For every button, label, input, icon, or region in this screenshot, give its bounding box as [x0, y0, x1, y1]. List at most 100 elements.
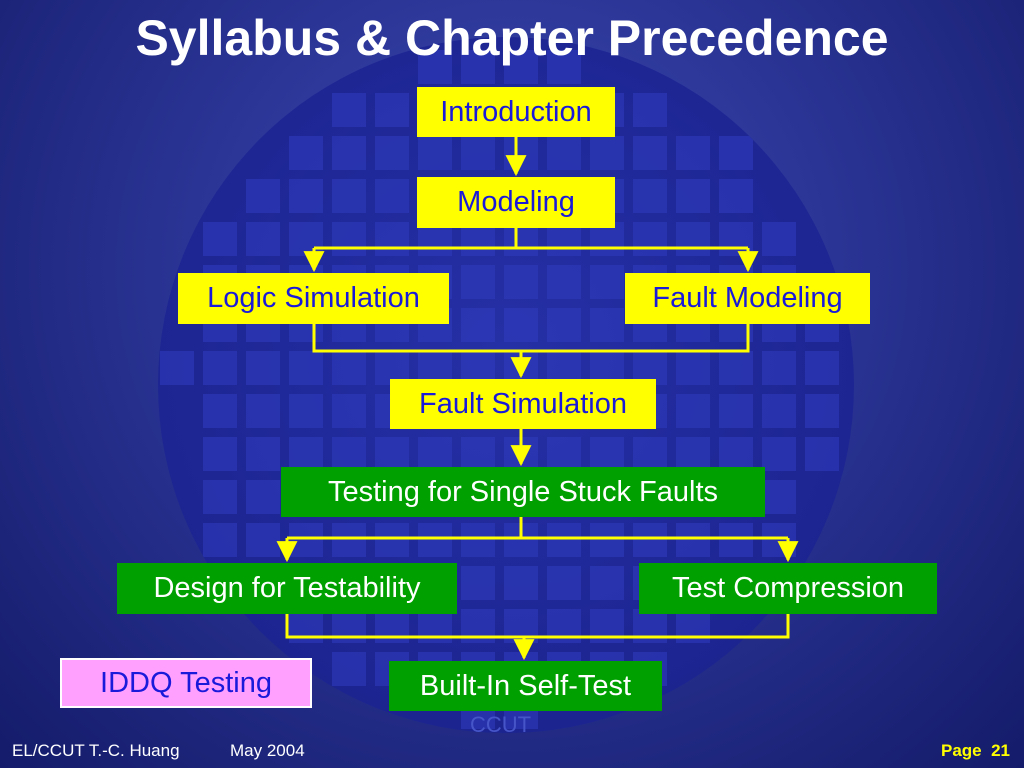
die-square [332, 93, 366, 127]
die-square [289, 136, 323, 170]
die-square [547, 437, 581, 471]
die-square [418, 523, 452, 557]
die-square [461, 265, 495, 299]
footer-author: EL/CCUT T.-C. Huang [12, 741, 180, 760]
die-square [375, 179, 409, 213]
edge-merge-bist [285, 614, 790, 639]
die-square [246, 394, 280, 428]
die-square [203, 480, 237, 514]
die-square [461, 523, 495, 557]
die-square [547, 265, 581, 299]
die-square [246, 437, 280, 471]
die-square [676, 222, 710, 256]
die-square [633, 93, 667, 127]
die-square [547, 308, 581, 342]
edge-testing-split [287, 517, 788, 540]
die-square [375, 437, 409, 471]
die-square [590, 523, 624, 557]
footer-date: May 2004 [230, 741, 305, 760]
die-square [203, 523, 237, 557]
edge-modeling-split [314, 228, 748, 250]
slide-title: Syllabus & Chapter Precedence [135, 10, 889, 66]
die-square [805, 437, 839, 471]
die-square [246, 480, 280, 514]
die-square [547, 523, 581, 557]
die-square [547, 136, 581, 170]
die-square [590, 136, 624, 170]
die-square [676, 136, 710, 170]
page-label: Page [940, 741, 982, 760]
die-square [633, 222, 667, 256]
die-square [418, 437, 452, 471]
page-number: 21 [991, 741, 1010, 760]
die-square [203, 394, 237, 428]
die-square [289, 394, 323, 428]
die-square [633, 437, 667, 471]
die-square [590, 566, 624, 600]
die-square [332, 136, 366, 170]
die-square [289, 179, 323, 213]
die-square [332, 179, 366, 213]
die-square [246, 523, 280, 557]
die-square [762, 437, 796, 471]
die-square [461, 566, 495, 600]
die-square [332, 652, 366, 686]
die-square [676, 437, 710, 471]
die-square [246, 179, 280, 213]
die-square [332, 437, 366, 471]
die-square [203, 351, 237, 385]
die-square [375, 523, 409, 557]
die-square [676, 351, 710, 385]
die-square [246, 351, 280, 385]
die-square [203, 222, 237, 256]
die-square [805, 394, 839, 428]
node-test-compression: Test Compression [639, 563, 937, 614]
die-square [504, 566, 538, 600]
die-square [504, 50, 538, 84]
node-design-for-testability: Design for Testability [117, 563, 457, 614]
node-iddq-testing: IDDQ Testing [60, 658, 312, 708]
die-square [719, 437, 753, 471]
die-square [805, 351, 839, 385]
die-square [332, 351, 366, 385]
die-square [547, 566, 581, 600]
die-square [332, 222, 366, 256]
die-square [633, 179, 667, 213]
die-square [762, 480, 796, 514]
die-square [676, 179, 710, 213]
die-square [633, 523, 667, 557]
die-square [461, 50, 495, 84]
die-square [590, 308, 624, 342]
die-square [418, 50, 452, 84]
die-square [203, 437, 237, 471]
die-square [719, 351, 753, 385]
die-square [590, 437, 624, 471]
node-fault-simulation: Fault Simulation [390, 379, 656, 429]
die-square [246, 222, 280, 256]
die-square [762, 222, 796, 256]
die-square [289, 437, 323, 471]
die-square [633, 136, 667, 170]
die-square [504, 265, 538, 299]
die-square [375, 222, 409, 256]
die-square [375, 93, 409, 127]
die-square [762, 351, 796, 385]
footer-page: Page 21 [941, 741, 1010, 761]
die-square [461, 136, 495, 170]
die-square [375, 136, 409, 170]
die-square [461, 437, 495, 471]
watermark-text: CCUT [470, 712, 532, 737]
die-square [332, 523, 366, 557]
die-square [418, 136, 452, 170]
die-square [676, 523, 710, 557]
die-square [719, 523, 753, 557]
die-square [504, 308, 538, 342]
node-logic-simulation: Logic Simulation [178, 273, 449, 324]
die-square [461, 308, 495, 342]
die-square [762, 394, 796, 428]
die-square [332, 394, 366, 428]
die-square [160, 351, 194, 385]
die-square [676, 394, 710, 428]
